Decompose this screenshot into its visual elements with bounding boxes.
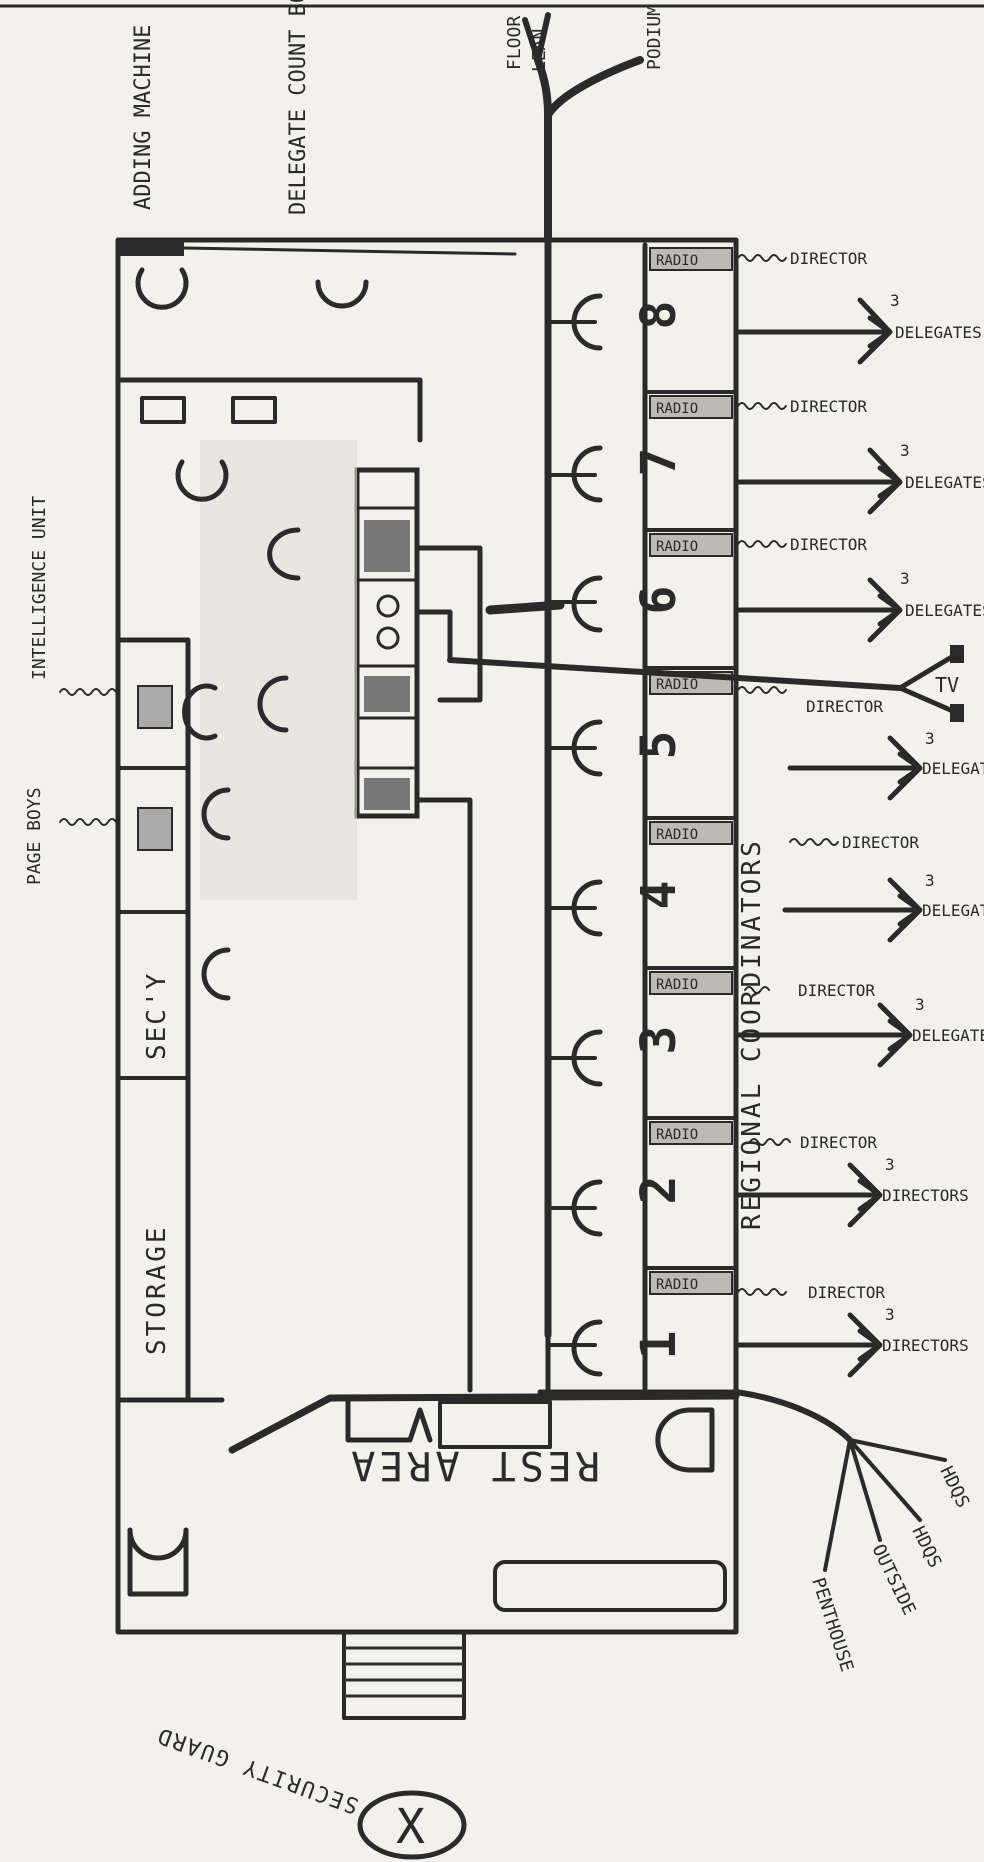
delegate-label-7: DELEGATES	[905, 473, 984, 492]
delegate-label-5: DELEGATES	[922, 759, 984, 778]
security-guard-marker	[357, 1790, 467, 1860]
radio-label-2: RADIO	[656, 1127, 698, 1143]
delegate-label-4: DELEGATES	[922, 901, 984, 920]
station-dividers	[643, 390, 738, 1270]
radio-boxes	[649, 247, 733, 1295]
delegate-count-2: 3	[885, 1155, 895, 1174]
delegate-label-3: DELEGATES	[912, 1026, 984, 1045]
page-boys-wire	[59, 818, 117, 826]
station-number-8: 8	[631, 301, 687, 330]
station-number-3: 3	[631, 1026, 687, 1055]
chairs	[135, 267, 603, 1377]
station-number-7: 7	[631, 448, 687, 477]
security-guard-label: SECURITY GUARD	[153, 1721, 362, 1817]
radio-label-8: RADIO	[656, 253, 698, 269]
delegate-count-3: 3	[915, 995, 925, 1014]
director-lines	[737, 254, 839, 1296]
radio-label-6: RADIO	[656, 539, 698, 555]
outside-line-label-3: OUTSIDE	[868, 1541, 920, 1618]
outside-cables	[733, 1389, 947, 1572]
intelligence-unit-label: INTELLIGENCE UNIT	[29, 496, 50, 680]
radio-label-3: RADIO	[656, 977, 698, 993]
radio-label-5: RADIO	[656, 677, 698, 693]
outside-line-label-2: HDQS	[908, 1523, 946, 1571]
office-equipment	[140, 396, 277, 424]
delegate-label-1: DIRECTORS	[882, 1336, 969, 1355]
feed-label-floor: FLOOR	[504, 16, 525, 70]
station-number-6: 6	[631, 586, 687, 615]
delegate-count-5: 3	[925, 729, 935, 748]
delegate-label-6: DELEGATES	[905, 601, 984, 620]
station-number-1: 1	[631, 1331, 687, 1360]
adding-machine-label: ADDING MACHINE	[131, 25, 156, 210]
outside-line-label-4: PENTHOUSE	[807, 1575, 857, 1674]
control-panel	[354, 467, 483, 1393]
intelligence-wire	[59, 688, 117, 696]
director-label-4: DIRECTOR	[842, 833, 919, 852]
rest-area-label: REST AREA	[347, 1442, 600, 1488]
page-boys-label: PAGE BOYS	[24, 787, 45, 885]
delegate-count-board-label: DELEGATE COUNT BOARD	[286, 0, 311, 215]
director-label-1: DIRECTOR	[808, 1283, 885, 1302]
director-label-6: DIRECTOR	[790, 535, 867, 554]
rest-area-furniture	[127, 1399, 727, 1612]
feed-label-lean: LEAN	[529, 29, 550, 72]
storage-label: STORAGE	[142, 1224, 172, 1355]
station-number-4: 4	[631, 881, 687, 910]
director-label-7: DIRECTOR	[790, 397, 867, 416]
radio-label-1: RADIO	[656, 1277, 698, 1293]
director-label-5: DIRECTOR	[806, 697, 883, 716]
security-symbol: X	[396, 1799, 425, 1855]
delegate-count-4: 3	[925, 871, 935, 890]
top-feed-cables	[522, 12, 644, 244]
intelligence-area	[200, 440, 357, 900]
station-number-2: 2	[631, 1176, 687, 1205]
feed-label-podium: PODIUM	[644, 5, 665, 70]
director-label-2: DIRECTOR	[800, 1133, 877, 1152]
delegate-count-1: 3	[885, 1305, 895, 1324]
delegate-count-7: 3	[900, 441, 910, 460]
radio-label-7: RADIO	[656, 401, 698, 417]
delegate-count-6: 3	[900, 569, 910, 588]
director-label-8: DIRECTOR	[790, 249, 867, 268]
delegate-feeds	[733, 297, 923, 1378]
main-cable	[485, 236, 597, 1347]
radio-label-4: RADIO	[656, 827, 698, 843]
outside-line-label-1: HDQS	[936, 1463, 974, 1511]
delegate-label-8: DELEGATES	[895, 323, 982, 342]
delegate-count-8: 3	[890, 291, 900, 310]
station-number-5: 5	[631, 731, 687, 760]
tv-label: TV	[935, 673, 959, 697]
tv-feed	[447, 645, 964, 722]
director-label-3: DIRECTOR	[798, 981, 875, 1000]
delegate-label-2: DIRECTORS	[882, 1186, 969, 1205]
secy-label: SEC'Y	[142, 972, 172, 1060]
left-rooms	[115, 637, 191, 1403]
entrance-steps	[342, 1630, 466, 1720]
